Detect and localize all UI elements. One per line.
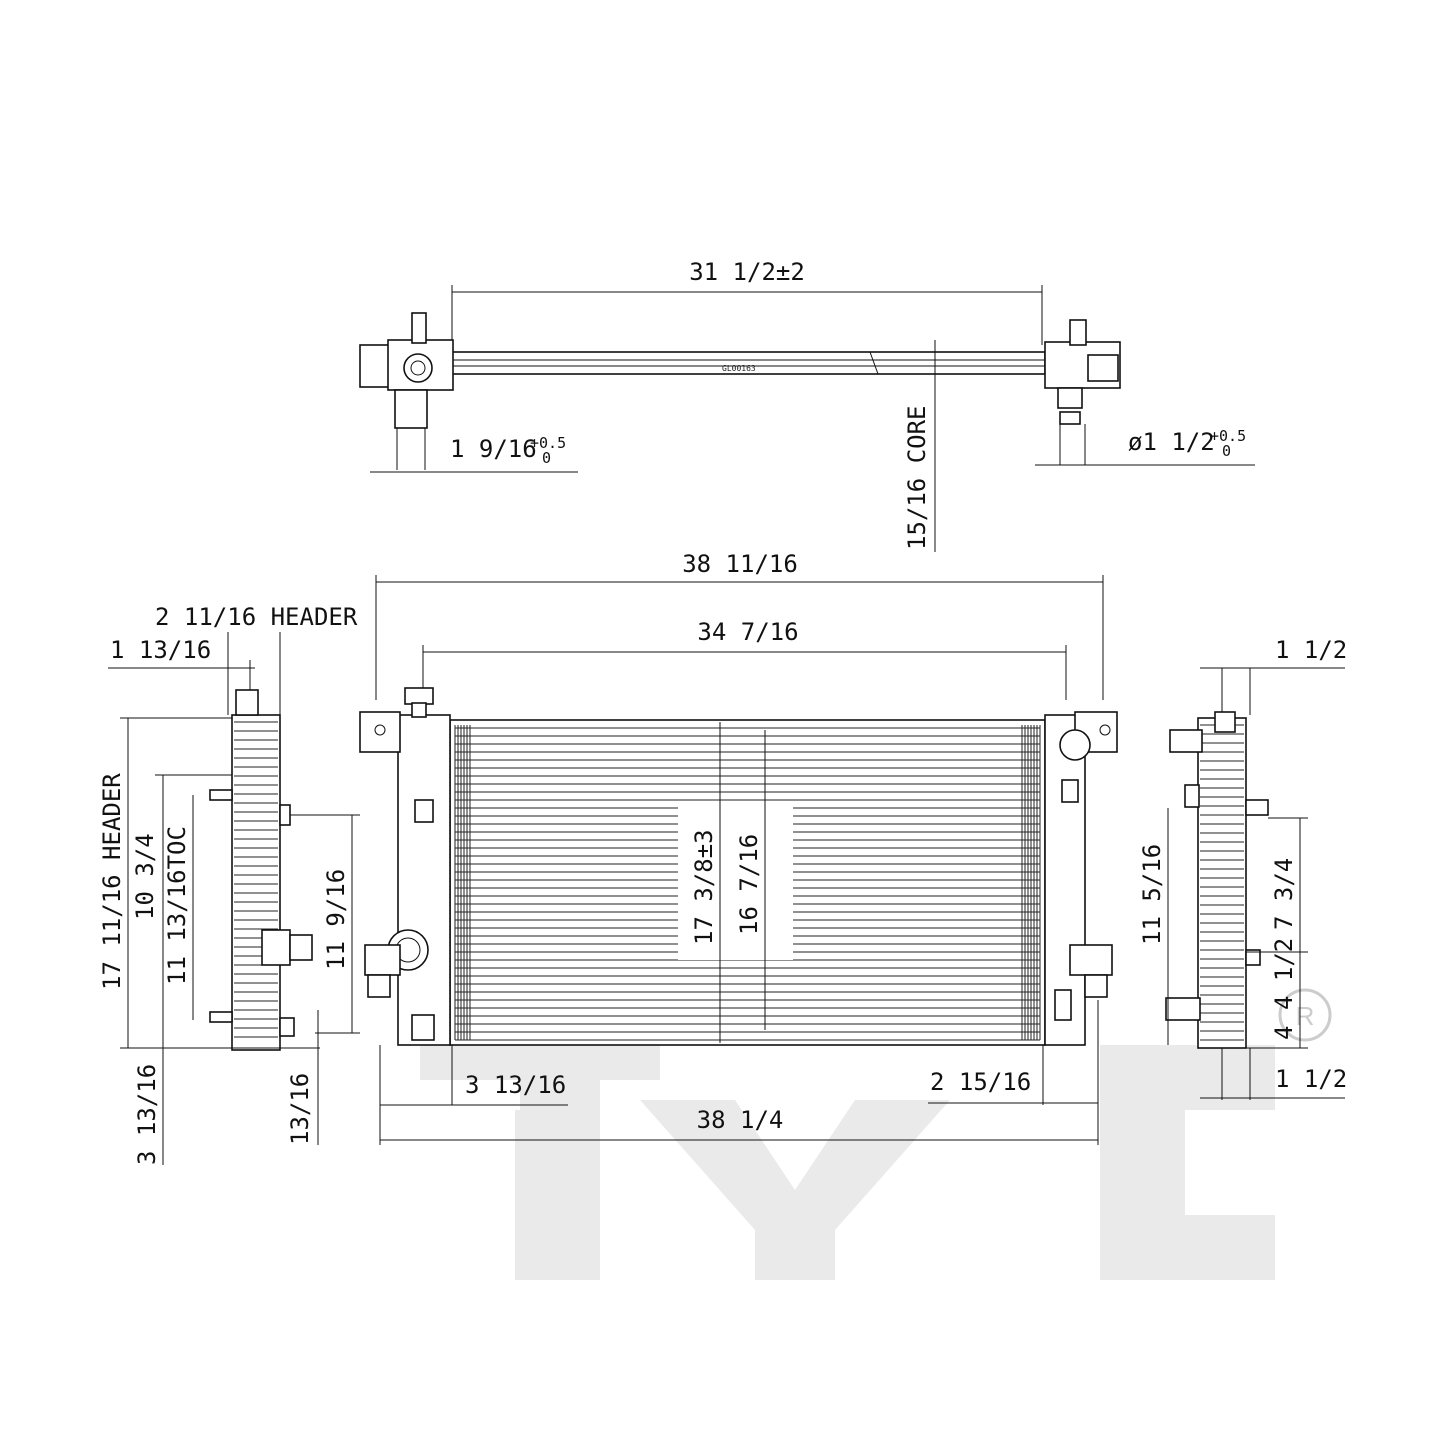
side-ribs (234, 721, 278, 1038)
dim-front-core-width: 34 7/16 (697, 618, 798, 646)
dim-top-outlet-dia: ø1 1/2 (1128, 428, 1215, 456)
dim-right-height: 11 5/16 (1138, 844, 1166, 945)
dim-left-neck: 1 13/16 (110, 636, 211, 664)
dim-top-inlet-tol-low: 0 (542, 449, 551, 467)
dim-left-header-width: 2 11/16 HEADER (155, 603, 358, 631)
dim-right-low2: 4 (1270, 1026, 1298, 1040)
dim-left-upper: 10 3/4 (131, 833, 159, 920)
dim-left-port: 11 9/16 (322, 869, 350, 970)
dim-right-mid: 7 3/4 (1270, 858, 1298, 930)
dim-left-small: 13/16 (286, 1073, 314, 1145)
dim-top-inlet-dia: 1 9/16 (450, 435, 537, 463)
dim-left-header-height: 17 11/16 HEADER (98, 773, 126, 990)
dim-top-outlet-tol: +0.5 (1210, 427, 1246, 445)
dim-top-inlet-tol: +0.5 (530, 434, 566, 452)
dim-right-top: 1 1/2 (1275, 636, 1347, 664)
front-view: 38 11/16 34 7/16 17 3/8±3 (359, 550, 1118, 1145)
tyc-watermark-logo: R (420, 988, 1332, 1280)
dim-left-toc: 11 13/16TOC (163, 826, 191, 985)
dim-top-outlet-tol-low: 0 (1222, 442, 1231, 460)
dim-top-overall-width: 31 1/2±2 (689, 258, 805, 286)
left-side-view: 2 11/16 HEADER 1 13/16 17 11/16 HEADER 1… (98, 603, 360, 1165)
right-side-ribs (1200, 724, 1244, 1041)
right-side-view: 1 1/2 11 5/16 7 3/4 4 1/2 4 1 1/2 (1138, 636, 1347, 1100)
dim-right-bottom: 1 1/2 (1275, 1065, 1347, 1093)
dim-front-overall-width: 38 11/16 (682, 550, 798, 578)
registered-mark-icon (1278, 988, 1332, 1042)
dim-right-low1: 4 1/2 (1270, 938, 1298, 1010)
dim-front-core-height: 16 7/16 (735, 834, 763, 935)
part-marking: GL00163 (722, 364, 756, 373)
dim-front-right-offset: 2 15/16 (930, 1068, 1031, 1096)
dim-front-bottom-width: 38 1/4 (697, 1106, 784, 1134)
registered-mark-text: R (1296, 1001, 1315, 1031)
top-view: 31 1/2±2 GL00163 1 9/16 +0.5 0 ø1 1/2 +0… (359, 258, 1255, 552)
dim-front-left-offset: 3 13/16 (465, 1071, 566, 1099)
dim-front-overall-height: 17 3/8±3 (690, 829, 718, 945)
dim-left-bottom-offset: 3 13/16 (133, 1064, 161, 1165)
dim-core-thickness: 15/16 CORE (903, 406, 931, 551)
